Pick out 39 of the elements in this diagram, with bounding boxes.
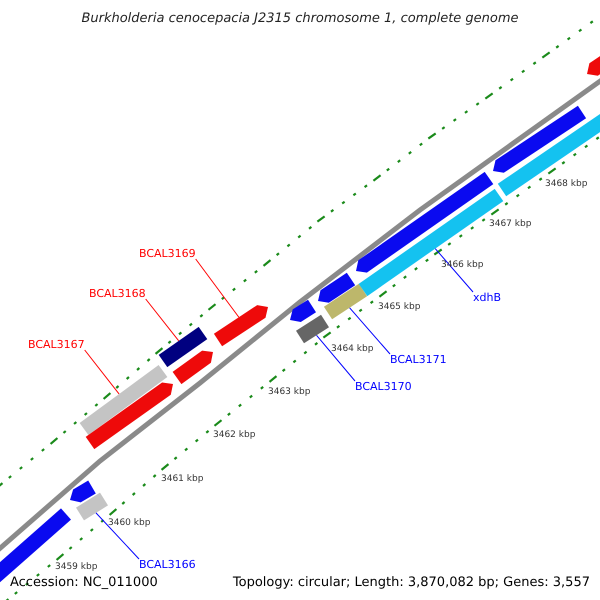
leader-line	[84, 350, 120, 394]
tick-label: 3464 kbp	[331, 345, 374, 354]
gene-feature-pointed	[172, 350, 213, 384]
gene-label: xdhB	[473, 292, 502, 303]
gene-feature	[76, 492, 108, 520]
title: Burkholderia cenocepacia J2315 chromosome 1, complete genome	[80, 12, 520, 25]
leader-line	[195, 258, 240, 318]
leader-line	[95, 512, 140, 560]
tick-label: 3463 kbp	[268, 388, 310, 397]
gene-feature	[498, 112, 600, 196]
leader-line	[316, 334, 356, 382]
tick-label: 3461 kbp	[161, 475, 204, 484]
gene-label: BCAL3169	[139, 248, 196, 259]
gene-feature-pointed	[493, 106, 586, 173]
gene-feature-pointed	[214, 305, 268, 346]
gene-label: BCAL3171	[390, 354, 447, 365]
accession-text: Accession: NC_011000	[10, 576, 158, 589]
gene-label: BCAL3170	[355, 381, 412, 392]
gene-feature-pointed	[318, 272, 356, 303]
tick-label: 3462 kbp	[213, 431, 256, 440]
gene-feature	[80, 365, 168, 435]
tick-label: 3459 kbp	[55, 563, 98, 572]
leader-line	[349, 307, 390, 354]
gene-feature	[296, 314, 329, 344]
genome-info-text: Topology: circular; Length: 3,870,082 bp; Genes: 3,557	[232, 576, 590, 589]
gene-label: BCAL3167	[28, 339, 85, 350]
tick-label: 3467 kbp	[489, 220, 532, 229]
gene-label: BCAL3166	[139, 559, 196, 570]
gene-feature	[324, 284, 368, 320]
tick-label: 3460 kbp	[108, 519, 150, 528]
leader-line	[145, 298, 180, 342]
gene-feature-pointed	[70, 480, 96, 502]
gene-feature-pointed	[290, 300, 316, 322]
tick-label: 3465 kbp	[378, 303, 420, 312]
leader-line	[434, 248, 474, 292]
gene-label: BCAL3168	[89, 288, 146, 299]
gene-feature-pointed	[86, 382, 173, 450]
tick-label: 3468 kbp	[545, 180, 588, 189]
gene-feature	[158, 326, 208, 368]
